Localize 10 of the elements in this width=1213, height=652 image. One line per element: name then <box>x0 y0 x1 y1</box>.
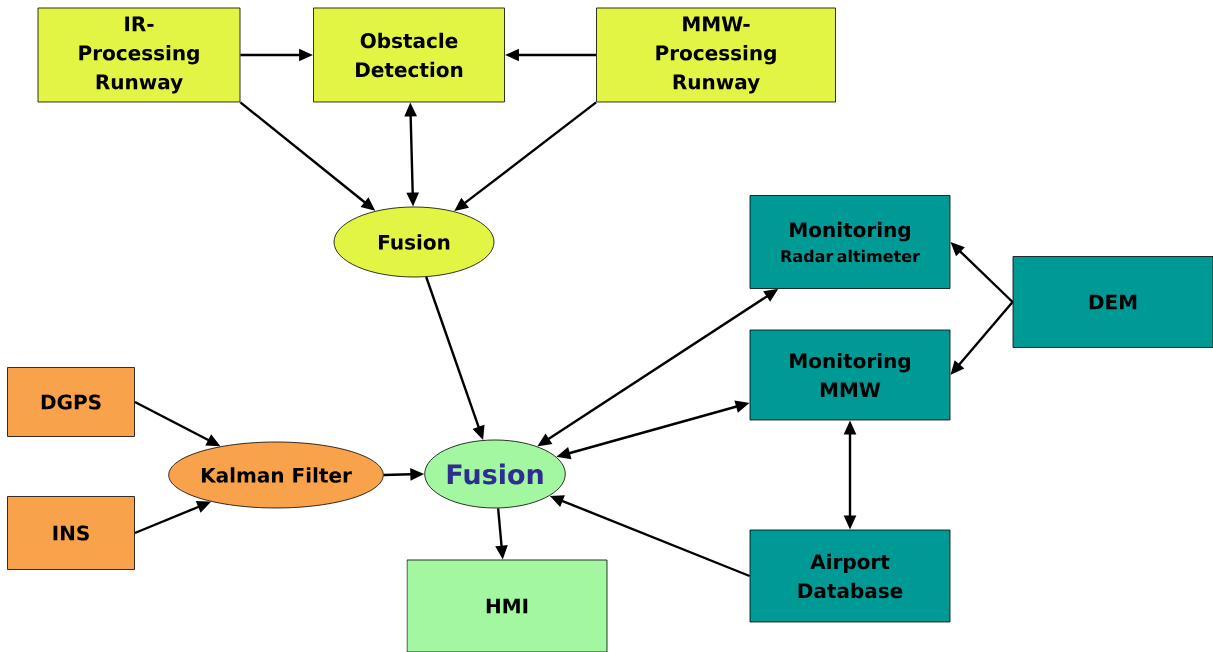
process-box: MMW-Processing Runway <box>596 7 836 103</box>
sensor-box: INS <box>7 496 135 570</box>
database-box: Airport Database <box>749 529 951 623</box>
sensor-box: DGPS <box>7 367 135 437</box>
monitoring-box: Monitoring Radar altimeter <box>749 195 951 289</box>
process-box: DEM <box>1012 256 1213 348</box>
monitoring-box: Monitoring MMW <box>749 329 951 421</box>
process-box: IR-Processing Runway <box>37 7 241 103</box>
output-box: HMI <box>406 559 608 652</box>
process-box: Obstacle Detection <box>313 7 505 103</box>
